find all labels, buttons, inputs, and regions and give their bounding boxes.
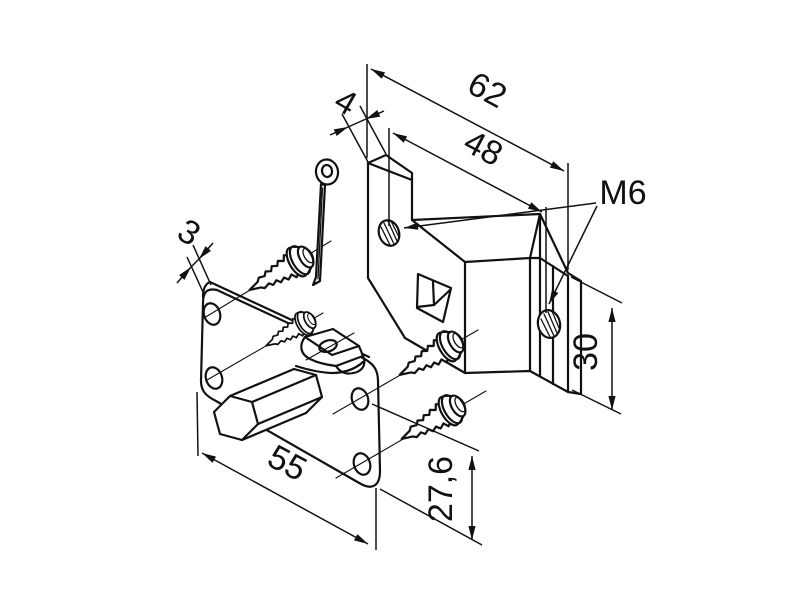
dimension-3: 3 <box>171 212 214 293</box>
release-clip <box>294 327 366 375</box>
dimensions: 62 48 4 3 M6 <box>171 64 647 550</box>
bracket-silhouette <box>366 153 583 396</box>
dimension-m6-label: M6 <box>599 174 646 212</box>
dimension-4-label: 4 <box>328 81 363 123</box>
hex-boss <box>212 367 324 442</box>
threaded-hole-left <box>377 219 401 247</box>
dimension-3-label: 3 <box>171 212 207 254</box>
dimension-4: 4 <box>328 81 387 163</box>
mounting-bracket <box>366 153 583 396</box>
dimension-27-6: 27,6 <box>371 403 483 546</box>
cotter-pin-loop <box>314 158 340 186</box>
axis-clip-hole <box>305 332 355 361</box>
screw-top-left <box>240 238 321 305</box>
hex-boss-face <box>212 394 260 442</box>
square-cutout <box>415 272 453 324</box>
dimension-62-label: 62 <box>462 65 513 116</box>
dimension-30-label: 30 <box>567 333 605 371</box>
cotter-pin <box>311 158 340 287</box>
plate-hole-bottom-left <box>204 366 224 390</box>
dimension-27-6-label: 27,6 <box>422 456 460 522</box>
dimension-30: 30 <box>567 276 623 415</box>
dimension-m6: M6 <box>403 174 647 305</box>
clip-top-face <box>303 327 361 357</box>
dimension-48-label: 48 <box>458 123 509 174</box>
plate-hole-top-right <box>350 387 370 411</box>
plate-hole-top-left <box>202 302 222 326</box>
support-plate <box>199 280 382 488</box>
